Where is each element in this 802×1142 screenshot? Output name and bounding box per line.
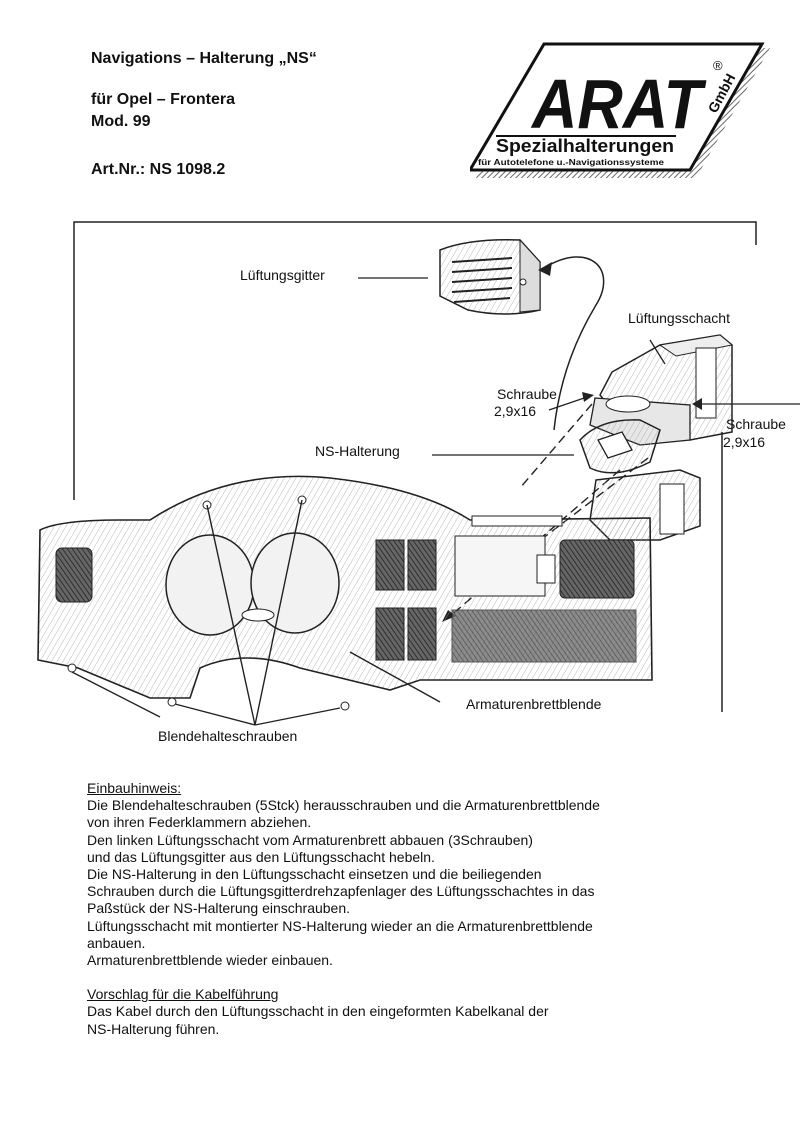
screw-leaders [71, 499, 441, 726]
instruction-line: von ihren Federklammern abziehen. [87, 814, 312, 831]
cable-line: Das Kabel durch den Lüftungsschacht in d… [87, 1003, 549, 1020]
document-title: Navigations – Halterung „NS“ [91, 50, 317, 67]
label-panel-screws: Blendehalteschrauben [158, 728, 298, 744]
logo-brand: ARAT [530, 65, 707, 143]
instruction-line: Paßstück der NS-Halterung einschrauben. [87, 900, 351, 917]
label-screw-left-size: 2,9x16 [494, 403, 537, 419]
instruction-line: Lüftungsschacht mit montierter NS-Halter… [87, 917, 593, 934]
logo-tagline: Spezialhalterungen [496, 136, 674, 156]
dashboard-drawing [37, 221, 800, 726]
logo-subline: für Autotelefone u.-Navigationssysteme [478, 158, 665, 167]
label-vent-grille: Lüftungsgitter [240, 267, 325, 283]
instruction-line: Den linken Lüftungsschacht vom Armaturen… [87, 831, 533, 848]
instructions-heading: Einbauhinweis: [87, 780, 182, 796]
ns-mount-part [432, 419, 661, 474]
vehicle-line: für Opel – Frontera [91, 91, 236, 108]
model-line: Mod. 99 [91, 113, 151, 130]
frame-lines [73, 221, 757, 712]
cable-line: NS-Halterung führen. [87, 1020, 220, 1037]
label-screw-right-title: Schraube [726, 416, 786, 432]
instruction-line: Die NS-Halterung in den Lüftungsschacht … [87, 866, 542, 883]
article-number: Art.Nr.: NS 1098.2 [91, 161, 226, 178]
cable-heading: Vorschlag für die Kabelführung [87, 986, 279, 1003]
instruction-line: Armaturenbrettblende wieder einbauen. [87, 952, 333, 969]
label-screw-right-size: 2,9x16 [723, 434, 766, 450]
instruction-line: anbauen. [87, 934, 146, 951]
instruction-line: Die Blendehalteschrauben (5Stck) herauss… [87, 797, 600, 814]
vent-grille-part [358, 238, 605, 431]
label-screw-left-title: Schraube [497, 386, 557, 402]
logo-registered: ® [713, 58, 723, 73]
exploded-view-figure: Lüftungsgitter Lüftungsschacht Schraube … [0, 200, 802, 760]
label-dashboard-panel: Armaturenbrettblende [466, 696, 602, 712]
label-ns-mount: NS-Halterung [315, 443, 400, 459]
instruction-line: Schrauben durch die Lüftungsgitterdrehza… [87, 883, 595, 900]
arat-logo: ARAT ® GmbH Spezialhalterungen für Autot… [470, 42, 770, 178]
label-vent-duct: Lüftungsschacht [628, 310, 730, 326]
instruction-line: und das Lüftungsgitter aus den Lüftungss… [87, 848, 435, 865]
installation-instructions: Einbauhinweis: Die Blendehalteschrauben … [87, 780, 727, 1038]
dashboard-panel-part [37, 475, 653, 711]
